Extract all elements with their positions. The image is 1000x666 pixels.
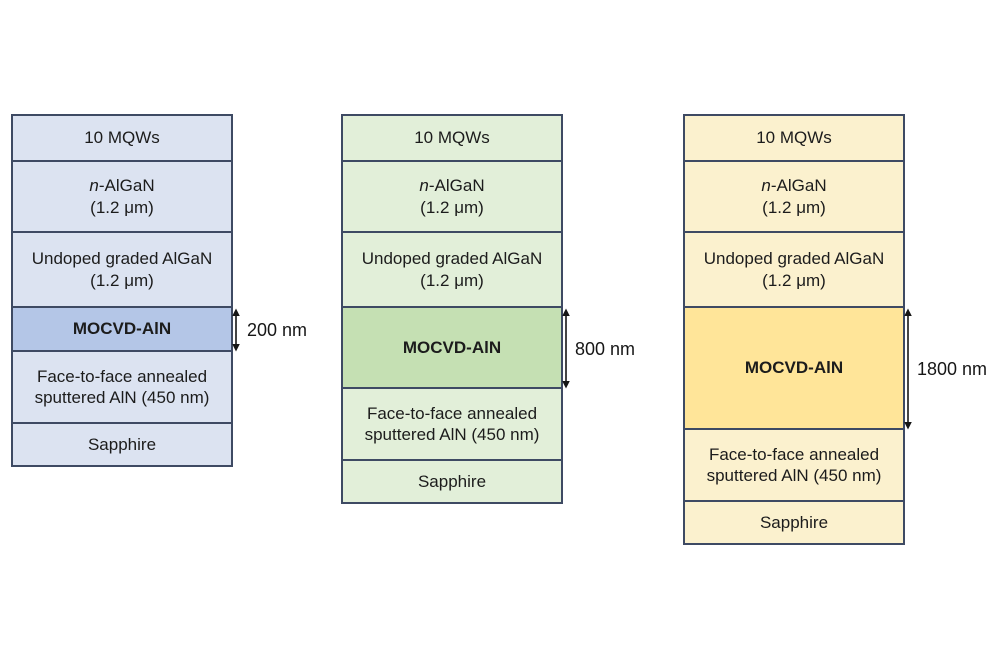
layer-label: n-AlGaN (89, 176, 155, 195)
layer-thickness: (1.2 μm) (762, 270, 826, 290)
thickness-annotation: 1800 nm (917, 359, 988, 379)
layer-label: Undoped graded AlGaN (361, 249, 543, 268)
layer-10mqws: 10 MQWs (13, 116, 231, 162)
layer-label: Sapphire (87, 434, 157, 454)
layer-mocvd-aln: MOCVD-AlN (13, 308, 231, 352)
layer-label: Face-to-face annealed (366, 403, 538, 423)
layer-thickness: (1.2 μm) (762, 197, 826, 217)
thickness-arrow-icon (562, 308, 570, 389)
layer-sapphire: Sapphire (13, 424, 231, 465)
layer-mocvd-aln: MOCVD-AlN (685, 308, 903, 430)
layer-label: 10 MQWs (756, 128, 832, 148)
layer-thickness: (1.2 μm) (90, 270, 154, 290)
layer-label: MOCVD-AlN (744, 358, 844, 378)
layer-thickness: (1.2 μm) (90, 197, 154, 217)
thickness-arrow-icon (232, 308, 240, 352)
layer-label: n-AlGaN (761, 176, 827, 195)
layer-sapphire: Sapphire (343, 461, 561, 502)
thickness-annotation: 200 nm (247, 320, 308, 340)
layer-undoped-graded-algan: Undoped graded AlGaN (1.2 μm) (343, 233, 561, 308)
layer-10mqws: 10 MQWs (685, 116, 903, 162)
thickness-annotation: 800 nm (575, 339, 636, 359)
layer-label: sputtered AlN (450 nm) (706, 466, 882, 485)
thickness-arrow-icon (904, 308, 912, 430)
layer-stack-1800nm: 10 MQWs n-AlGaN (1.2 μm) Undoped graded … (683, 114, 905, 545)
layer-n-algan: n-AlGaN (1.2 μm) (13, 162, 231, 233)
layer-label: n-AlGaN (419, 176, 485, 195)
layer-label: MOCVD-AlN (72, 319, 172, 339)
layer-label: sputtered AlN (450 nm) (34, 388, 210, 407)
layer-thickness: (1.2 μm) (420, 270, 484, 290)
layer-undoped-graded-algan: Undoped graded AlGaN (1.2 μm) (685, 233, 903, 308)
layer-label: MOCVD-AlN (402, 337, 502, 357)
layer-label: 10 MQWs (414, 128, 490, 148)
layer-label: Face-to-face annealed (36, 366, 208, 386)
layer-label: Sapphire (759, 512, 829, 532)
layer-label: Undoped graded AlGaN (703, 249, 885, 268)
layer-thickness: (1.2 μm) (420, 197, 484, 217)
layer-sapphire: Sapphire (685, 502, 903, 543)
layer-label: Sapphire (417, 471, 487, 491)
layer-10mqws: 10 MQWs (343, 116, 561, 162)
layer-stack-800nm: 10 MQWs n-AlGaN (1.2 μm) Undoped graded … (341, 114, 563, 504)
layer-undoped-graded-algan: Undoped graded AlGaN (1.2 μm) (13, 233, 231, 308)
layer-label: Face-to-face annealed (708, 444, 880, 464)
layer-mocvd-aln: MOCVD-AlN (343, 308, 561, 389)
layer-n-algan: n-AlGaN (1.2 μm) (685, 162, 903, 233)
layer-stack-200nm: 10 MQWs n-AlGaN (1.2 μm) Undoped graded … (11, 114, 233, 467)
layer-face-to-face-aln: Face-to-face annealed sputtered AlN (450… (13, 352, 231, 424)
layer-face-to-face-aln: Face-to-face annealed sputtered AlN (450… (685, 430, 903, 502)
layer-label: Undoped graded AlGaN (31, 249, 213, 268)
layer-n-algan: n-AlGaN (1.2 μm) (343, 162, 561, 233)
layer-label: 10 MQWs (84, 128, 160, 148)
layer-label: sputtered AlN (450 nm) (364, 425, 540, 444)
layer-face-to-face-aln: Face-to-face annealed sputtered AlN (450… (343, 389, 561, 461)
